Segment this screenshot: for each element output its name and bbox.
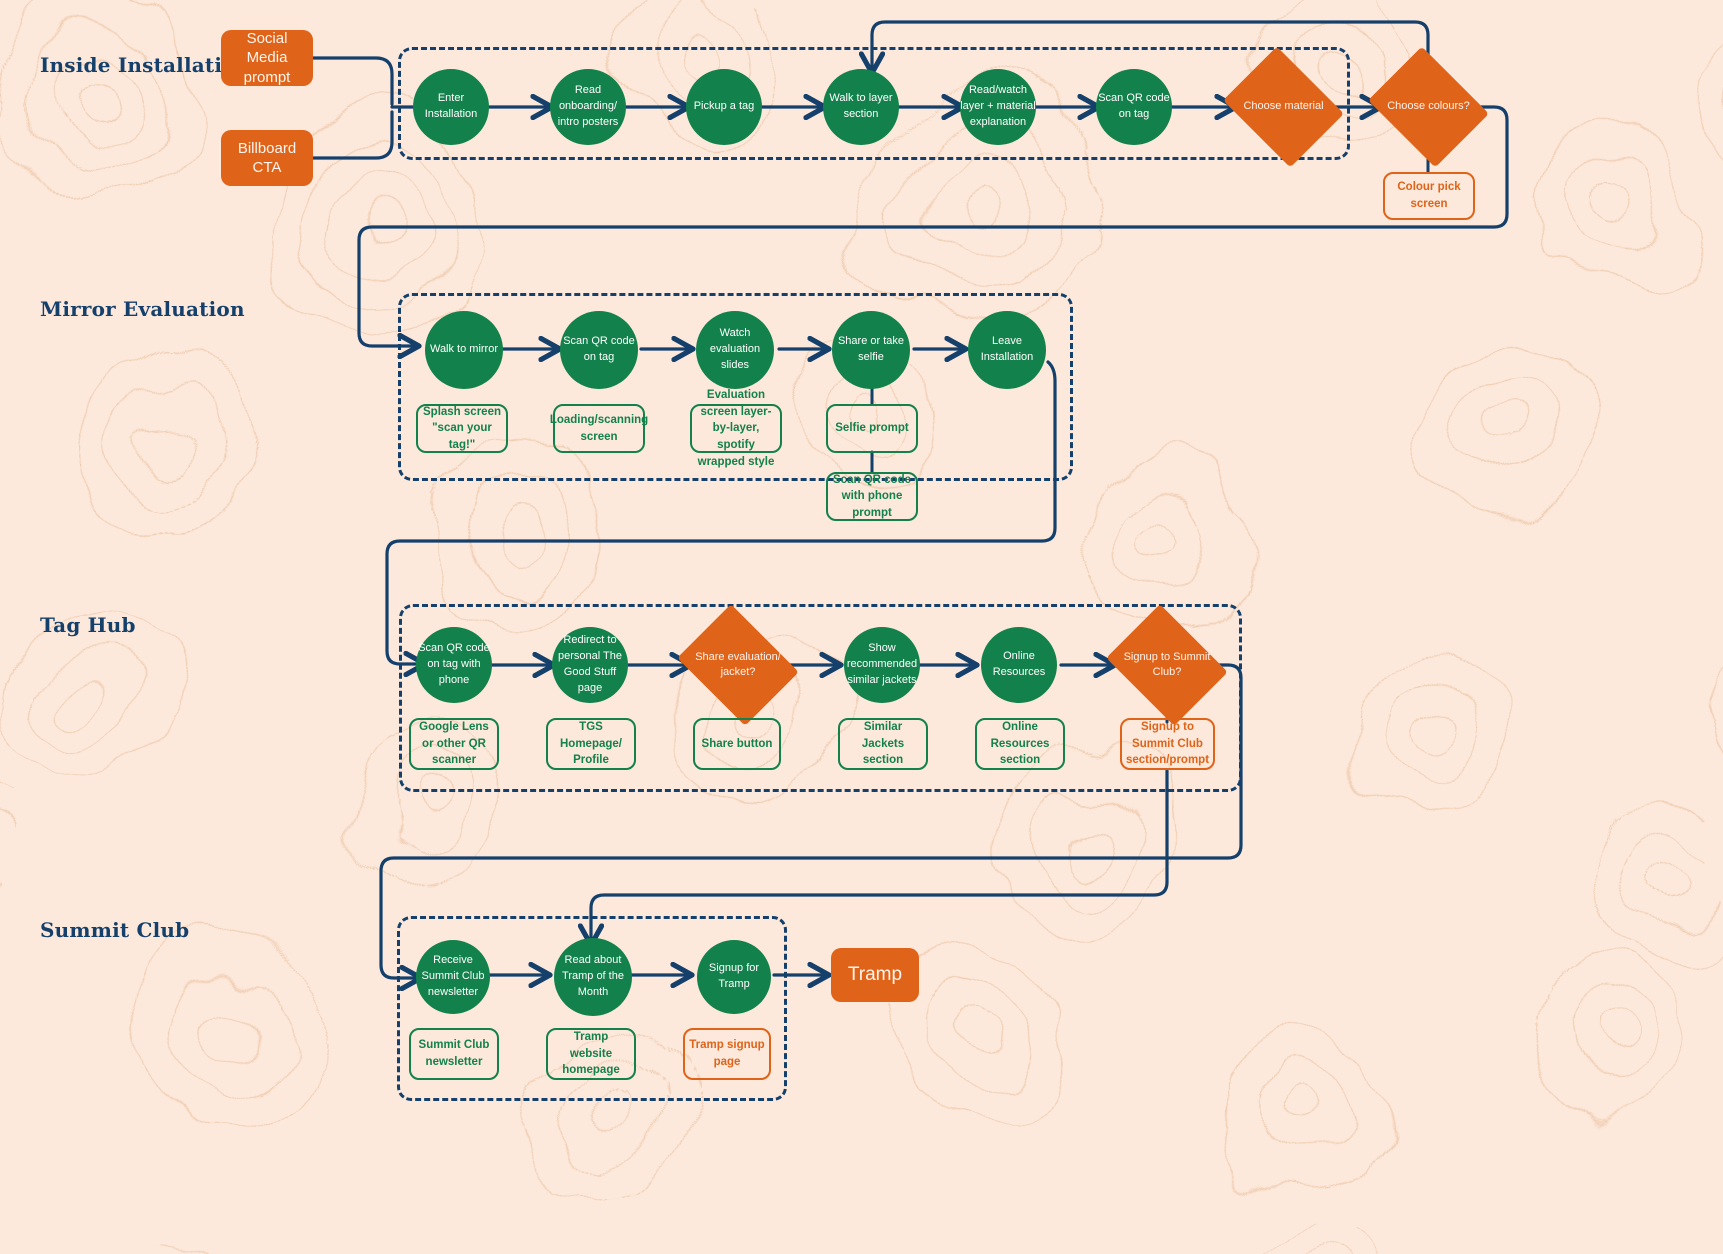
- note-splash-screen-scan-your-tag: Splash screen "scan your tag!": [416, 404, 508, 453]
- section-label-summit-club: Summit Club: [40, 918, 190, 942]
- note-google-lens-or-other-qr-scanner: Google Lens or other QR scanner: [409, 718, 499, 770]
- node-leave-installation[interactable]: Leave Installation: [968, 311, 1046, 389]
- node-redirect-to-personal-tgs-page[interactable]: Redirect to personal The Good Stuff page: [552, 627, 628, 703]
- terminal-billboard-cta[interactable]: Billboard CTA: [221, 130, 313, 186]
- node-scan-qr-code-on-tag-with-phone[interactable]: Scan QR code on tag with phone: [416, 627, 492, 703]
- note-colour-pick-screen: Colour pick screen: [1383, 172, 1475, 220]
- node-share-or-take-selfie[interactable]: Share or take selfie: [832, 311, 910, 389]
- node-receive-summit-club-newsletter[interactable]: Receive Summit Club newsletter: [416, 940, 490, 1014]
- node-read-watch-layer-material-explanation[interactable]: Read/watch layer + material explanation: [960, 69, 1036, 145]
- node-walk-to-mirror[interactable]: Walk to mirror: [425, 311, 503, 389]
- note-tramp-website-homepage: Tramp website homepage: [546, 1028, 636, 1080]
- note-scan-qr-code-with-phone-prompt: Scan QR code with phone prompt: [826, 472, 918, 521]
- note-selfie-prompt: Selfie prompt: [826, 404, 918, 453]
- node-pickup-a-tag[interactable]: Pickup a tag: [686, 69, 762, 145]
- decision-share-evaluation-jacket[interactable]: Share evaluation/ jacket?: [677, 604, 799, 726]
- decision-signup-to-summit-club[interactable]: Signup to Summit Club?: [1106, 604, 1228, 726]
- section-label-inside-installation: Inside Installation: [40, 53, 251, 77]
- node-online-resources[interactable]: Online Resources: [981, 627, 1057, 703]
- note-evaluation-screen-layer-by-layer: Evaluation screen layer-by-layer, spotif…: [690, 389, 782, 468]
- section-label-mirror-evaluation: Mirror Evaluation: [40, 297, 245, 321]
- group-frame-tag-hub: [399, 604, 1242, 792]
- note-similar-jackets-section: Similar Jackets section: [838, 718, 928, 770]
- note-share-button: Share button: [693, 718, 781, 770]
- node-show-recommended-similar-jackets[interactable]: Show recommended similar jackets: [844, 627, 920, 703]
- note-tgs-homepage-profile: TGS Homepage/ Profile: [546, 718, 636, 770]
- decision-choose-colours[interactable]: Choose colours?: [1368, 46, 1489, 168]
- note-signup-to-summit-club-section-prompt: Signup to Summit Club section/prompt: [1120, 718, 1215, 770]
- decision-choose-material[interactable]: Choose material: [1223, 46, 1344, 168]
- note-summit-club-newsletter: Summit Club newsletter: [409, 1028, 499, 1080]
- terminal-tramp[interactable]: Tramp: [831, 948, 919, 1002]
- note-loading-scanning-screen: Loading/scanning screen: [550, 404, 648, 453]
- terminal-social-media-prompt[interactable]: Social Media prompt: [221, 30, 313, 86]
- node-read-onboarding-posters[interactable]: Read onboarding/ intro posters: [550, 69, 626, 145]
- node-read-about-tramp-of-the-month[interactable]: Read about Tramp of the Month: [554, 938, 632, 1016]
- terminal-label: Social Media prompt: [243, 29, 291, 86]
- node-enter-installation[interactable]: Enter Installation: [413, 69, 489, 145]
- note-tramp-signup-page: Tramp signup page: [683, 1028, 771, 1080]
- node-scan-qr-code-on-tag-mirror[interactable]: Scan QR code on tag: [560, 311, 638, 389]
- node-scan-qr-code-on-tag-installation[interactable]: Scan QR code on tag: [1096, 69, 1172, 145]
- node-watch-evaluation-slides[interactable]: Watch evaluation slides: [696, 311, 774, 389]
- note-online-resources-section: Online Resources section: [975, 718, 1065, 770]
- terminal-label: Billboard CTA: [237, 139, 297, 177]
- node-walk-to-layer-section[interactable]: Walk to layer section: [823, 69, 899, 145]
- node-signup-for-tramp[interactable]: Signup for Tramp: [697, 940, 771, 1014]
- section-label-tag-hub: Tag Hub: [40, 613, 136, 637]
